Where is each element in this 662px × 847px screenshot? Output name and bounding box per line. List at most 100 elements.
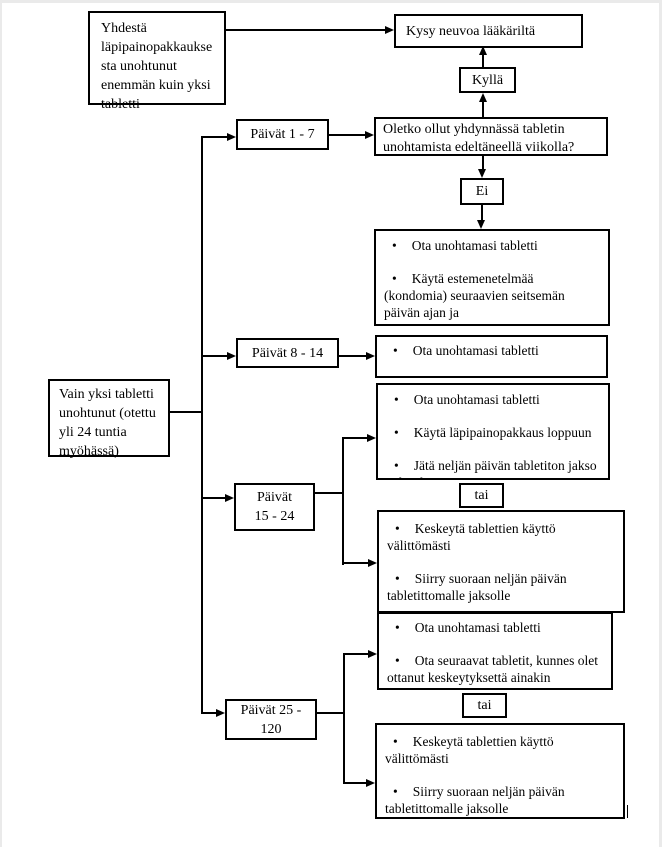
node-text: Päivät 15 - 24 — [254, 490, 295, 524]
arrowhead-right-icon — [366, 352, 375, 360]
connector-branch-to-option-a-2 — [345, 653, 368, 655]
arrowhead-right-icon — [225, 494, 234, 502]
arrowhead-right-icon — [368, 559, 377, 567]
node-outcome-days-8-14: • Ota unohtamasi tabletti • Käytä läpipain… — [375, 335, 608, 378]
list-item-text: Ota unohtamasi tabletti — [413, 392, 540, 407]
list-item: • Ota unohtamasi tabletti — [385, 342, 602, 359]
arrowhead-down-icon — [478, 169, 486, 178]
list-item-text: Ota unohtamasi tabletti — [411, 238, 538, 253]
connector-branch-to-option-b-2 — [345, 782, 367, 784]
connector-days-1-7-to-question — [329, 134, 366, 136]
connector-days-25-120-branch-vertical — [343, 653, 345, 784]
node-or-2: tai — [462, 693, 507, 718]
list-item: •Ota unohtamasi tabletti — [386, 391, 604, 408]
arrowhead-right-icon — [368, 650, 377, 658]
node-days-15-24: Päivät 15 - 24 — [234, 483, 315, 531]
list-item-text: Siirry suoraan neljän päivän tabletittom… — [387, 571, 567, 603]
screen-edge-right — [659, 0, 662, 847]
node-text: Kysy neuvoa lääkäriltä — [406, 23, 536, 39]
arrowhead-right-icon — [367, 434, 376, 442]
node-text: tai — [477, 698, 492, 713]
connector-trunk — [201, 136, 203, 714]
bullet-icon: • — [393, 376, 398, 378]
list-item-clipped: •Ota seuraavat tabletit, kunnes olet ott… — [387, 652, 607, 688]
node-text: Oletko ollut yhdynnässä tabletin unohtam… — [383, 122, 575, 155]
node-text: Päivät 8 - 14 — [251, 345, 324, 361]
arrowhead-right-icon — [216, 709, 225, 717]
connector-no-to-outcome — [481, 205, 483, 221]
connector-days-15-24-branch-vertical — [342, 437, 344, 565]
bullet-icon: • — [393, 734, 398, 749]
list-item: • Käytä läpipainopakkaus loppuun — [386, 424, 604, 441]
stray-cursor-mark — [627, 805, 628, 818]
connector-trunk-to-days-1-7 — [203, 136, 228, 138]
arrowhead-up-icon — [479, 93, 487, 102]
connector-days-15-24-branch — [315, 492, 344, 494]
connector-trunk-to-days-15-24 — [203, 497, 226, 499]
node-days-25-120: Päivät 25 - 120 — [225, 699, 317, 740]
arrowhead-right-icon — [365, 131, 374, 139]
arrowhead-right-icon — [385, 26, 394, 34]
list-item-text: Ota unohtamasi tabletti — [414, 620, 541, 635]
bullet-icon: • — [392, 271, 397, 286]
list-item-clipped: •Jätä neljän päivän tabletiton jakso väl… — [386, 457, 604, 478]
node-intercourse-question: Oletko ollut yhdynnässä tabletin unohtam… — [374, 117, 608, 156]
bullet-icon: • — [393, 343, 398, 358]
list-item: •Siirry suoraan neljän päivän tabletitto… — [387, 570, 619, 604]
node-outcome-days-15-24-option-a: •Ota unohtamasi tabletti •Käytä läpipain… — [376, 383, 610, 480]
list-item-text: Keskeytä tablettien käyttö välittömästi — [387, 521, 556, 553]
arrowhead-right-icon — [227, 133, 236, 141]
list-item: •Siirry suoraan neljän päivän tabletitto… — [385, 783, 619, 817]
bullet-icon: • — [394, 425, 399, 440]
list-item: •Keskeytä tablettien käyttö välittömästi — [387, 520, 619, 554]
node-outcome-days-25-120-option-a: •Ota unohtamasi tabletti •Ota seuraavat … — [377, 612, 613, 690]
list-item: •Keskeytä tablettien käyttö välittömästi — [385, 733, 619, 767]
connector-single-missed-to-trunk — [170, 411, 202, 413]
screen-edge-left — [0, 0, 2, 847]
bullet-icon: • — [392, 238, 397, 253]
connector-branch-to-option-a — [344, 437, 368, 439]
node-text: Päivät 25 - 120 — [240, 702, 302, 737]
connector-multi-to-doctor — [226, 29, 386, 31]
bullet-icon: • — [395, 653, 400, 668]
node-text: Kyllä — [471, 72, 504, 88]
list-item-text: Käytä läpipainopakkaus loppuun — [413, 425, 592, 440]
connector-yes-to-doctor — [482, 54, 484, 67]
bullet-icon: • — [394, 458, 399, 473]
list-item-text: Jätä neljän päivän tabletiton jakso väli… — [386, 458, 597, 478]
connector-trunk-to-days-8-14 — [203, 355, 228, 357]
list-item-text: Ota unohtamasi tabletti — [412, 343, 539, 358]
node-text: Vain yksi tabletti unohtunut (otettu yli… — [59, 387, 156, 459]
connector-branch-to-option-b — [344, 562, 369, 564]
bullet-icon: • — [393, 784, 398, 799]
node-outcome-days-25-120-option-b: •Keskeytä tablettien käyttö välittömästi… — [375, 723, 625, 819]
node-no: Ei — [460, 178, 504, 205]
node-outcome-days-1-7: •Ota unohtamasi tabletti •Käytä estemene… — [374, 229, 610, 326]
node-text: tai — [474, 488, 489, 503]
node-text: Ei — [475, 184, 489, 199]
node-text: Yhdestä läpipainopakkaukse sta unohtunut… — [101, 21, 213, 112]
list-item-text: Ota seuraavat tabletit, kunnes olet otta… — [387, 653, 599, 688]
node-one-tablet-missed: Vain yksi tabletti unohtunut (otettu yli… — [48, 379, 170, 459]
node-text: Päivät 1 - 7 — [250, 127, 315, 142]
arrowhead-right-icon — [227, 352, 236, 360]
bullet-icon: • — [395, 620, 400, 635]
arrowhead-down-icon — [477, 220, 485, 229]
arrowhead-right-icon — [366, 779, 375, 787]
connector-days-8-14-to-outcome — [339, 355, 367, 357]
node-days-1-7: Päivät 1 - 7 — [236, 119, 329, 150]
node-yes: Kyllä — [459, 67, 516, 93]
connector-question-to-no — [482, 156, 484, 170]
connector-days-25-120-branch — [317, 712, 345, 714]
node-ask-doctor: Kysy neuvoa lääkäriltä — [394, 14, 583, 48]
node-more-than-one-tablet-missed: Yhdestä läpipainopakkaukse sta unohtunut… — [88, 11, 226, 112]
connector-trunk-to-days-25-120 — [203, 712, 217, 714]
connector-question-to-yes — [482, 101, 484, 117]
screen-edge-top — [0, 0, 662, 3]
list-item-text: Käytä läpipainopakkaus loppuun — [413, 376, 591, 378]
list-item-clipped: • Käytä läpipainopakkaus loppuun — [385, 375, 602, 378]
list-item-text: Siirry suoraan neljän päivän tabletittom… — [385, 784, 565, 816]
node-or-1: tai — [459, 483, 504, 508]
node-outcome-days-15-24-option-b: •Keskeytä tablettien käyttö välittömästi… — [377, 510, 625, 613]
